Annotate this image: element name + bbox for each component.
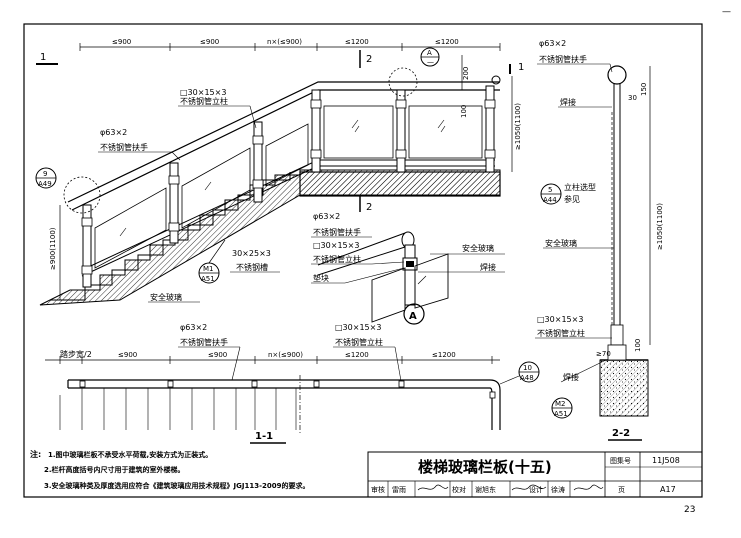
designer-name: 徐涛 — [551, 485, 565, 494]
s22-dim-height: ≥1050(1100) — [656, 203, 664, 250]
detail-A-label: A — [409, 311, 417, 322]
elev-dim-1: ≤900 — [112, 38, 131, 46]
sheet-title: 楼梯玻璃栏板(十五) — [418, 458, 552, 476]
title-block: 楼梯玻璃栏板(十五) 图集号 11J508 页 A17 审核 雷雨 校对 谢旭东… — [367, 451, 703, 498]
sheet-frame — [23, 23, 703, 498]
note-2: 2.栏杆高度括号内尺寸用于建筑的室外楼梯。 — [44, 465, 185, 474]
page-number: 23 — [684, 505, 695, 515]
elev-dim-3: n×(≤900) — [267, 38, 302, 46]
elev-bar-name: 不锈钢槽 — [236, 262, 268, 272]
atlas-label: 图集号 — [610, 456, 631, 465]
detA-rail-spec: φ63×2 — [313, 212, 340, 221]
callout-9-top: 9 — [43, 170, 47, 178]
callout-A-top: A — [427, 49, 432, 57]
elev-dim-4: ≤1200 — [345, 38, 369, 46]
notes-lead: 注: — [30, 449, 41, 459]
elev-dim-5: ≤1200 — [435, 38, 459, 46]
s22-dim-70: ≥70 — [596, 350, 611, 358]
elev-rail-spec: φ63×2 — [100, 128, 127, 137]
section-mark-1-right: 1 — [518, 62, 524, 73]
note-3: 3.安全玻璃种类及厚度选用应符合《建筑玻璃应用技术规程》JGJ113-2009的… — [44, 481, 309, 490]
detA-block-label: 垫块 — [313, 273, 329, 283]
detA-glass-label: 安全玻璃 — [462, 243, 494, 253]
callout-M2-top: M2 — [555, 400, 566, 408]
designer-signature — [573, 484, 604, 491]
detA-post-name: 不锈钢管立柱 — [313, 254, 361, 264]
reviewer-signature — [417, 484, 449, 491]
plan-1-1: 踏步宽/2 ≤900 ≤900 n×(≤900) ≤1200 ≤1200 — [45, 323, 540, 444]
proofer-signature — [511, 484, 547, 491]
elev-dim-100: 100 — [460, 105, 468, 118]
callout-M1-bottom: A51 — [201, 275, 215, 283]
s22-dim-150: 150 — [640, 83, 648, 96]
elevation-view: ≤900 ≤900 n×(≤900) ≤1200 ≤1200 1 1 2 2 — [35, 38, 524, 306]
plan-dim-2: ≤900 — [208, 351, 227, 359]
atlas-number: 11J508 — [652, 456, 680, 465]
plan-dim-1: ≤900 — [118, 351, 137, 359]
proof-label: 校对 — [452, 485, 466, 494]
callout-9-bottom: A49 — [38, 180, 52, 188]
s22-dim-100: 100 — [634, 339, 642, 352]
corner-mark: — — [722, 7, 731, 17]
s22-post-form-1: 立柱选型 — [564, 182, 596, 192]
section-mark-2-bottom: 2 — [366, 202, 372, 213]
elev-bar-spec: 30×25×3 — [232, 249, 271, 258]
s22-rail-spec: φ63×2 — [539, 39, 566, 48]
callout-10-top: 10 — [523, 364, 532, 372]
plan-post-spec: □30×15×3 — [335, 323, 381, 332]
plan-post-name: 不锈钢管立柱 — [335, 337, 383, 347]
elev-dim-1050: ≥1050(1100) — [514, 103, 522, 150]
callout-M2-bottom: A51 — [554, 410, 568, 418]
review-label: 审核 — [371, 485, 385, 494]
plan-rail-name: 不锈钢管扶手 — [180, 337, 228, 347]
proofer-name: 谢旭东 — [475, 485, 496, 494]
reviewer-name: 雷雨 — [392, 486, 406, 494]
plan-dim-3: n×(≤900) — [268, 351, 303, 359]
plan-dim-4: ≤1200 — [345, 351, 369, 359]
elev-dim-200: 200 — [462, 67, 470, 80]
section-mark-2-top: 2 — [366, 54, 372, 65]
s22-rail-name: 不锈钢管扶手 — [539, 54, 587, 64]
callout-5-top: 5 — [548, 186, 552, 194]
plan-rail-spec: φ63×2 — [180, 323, 207, 332]
note-1: 1.图中玻璃栏板不承受水平荷载,安装方式为正装式。 — [48, 450, 212, 459]
detA-rail-name: 不锈钢管扶手 — [313, 227, 361, 237]
plan-dim-5: ≤1200 — [432, 351, 456, 359]
page-label: 页 — [618, 486, 625, 494]
s22-glass: 安全玻璃 — [545, 238, 577, 248]
plan-step-half: 踏步宽/2 — [60, 349, 92, 359]
callout-5-bottom: A44 — [543, 196, 557, 204]
plan-title: 1-1 — [255, 431, 273, 442]
detA-weld-label: 焊接 — [480, 262, 496, 272]
s22-weld-top: 焊接 — [560, 97, 576, 107]
elev-post-spec: □30×15×3 — [180, 88, 226, 97]
callout-10-bottom: A48 — [520, 374, 534, 382]
s22-post-spec: □30×15×3 — [537, 315, 583, 324]
detA-post-spec: □30×15×3 — [313, 241, 359, 250]
elev-rail-name: 不锈钢管扶手 — [100, 142, 148, 152]
notes: 注: 1.图中玻璃栏板不承受水平荷载,安装方式为正装式。 2.栏杆高度括号内尺寸… — [30, 449, 309, 490]
section-2-2: ≥1050(1100) 150 30 100 ≥70 φ63×2 不锈钢管扶手 … — [535, 39, 664, 441]
s22-dim-30: 30 — [628, 94, 637, 102]
s22-post-form-2: 参见 — [564, 194, 580, 204]
elev-dim-2: ≤900 — [200, 38, 219, 46]
section-mark-1-left: 1 — [40, 52, 46, 63]
s22-title: 2-2 — [612, 428, 630, 439]
callout-A-bottom: — — [427, 58, 434, 66]
elev-post-name: 不锈钢管立柱 — [180, 96, 228, 106]
s22-post-name: 不锈钢管立柱 — [537, 328, 585, 338]
elev-glass-label: 安全玻璃 — [150, 292, 182, 302]
design-label: 设计 — [529, 485, 543, 494]
elev-dim-900: ≥900(1100) — [49, 227, 57, 270]
callout-M1-top: M1 — [203, 265, 214, 273]
page-code: A17 — [660, 485, 676, 494]
detail-A: φ63×2 不锈钢管扶手 □30×15×3 不锈钢管立柱 垫块 安全玻璃 焊接 … — [311, 212, 505, 325]
